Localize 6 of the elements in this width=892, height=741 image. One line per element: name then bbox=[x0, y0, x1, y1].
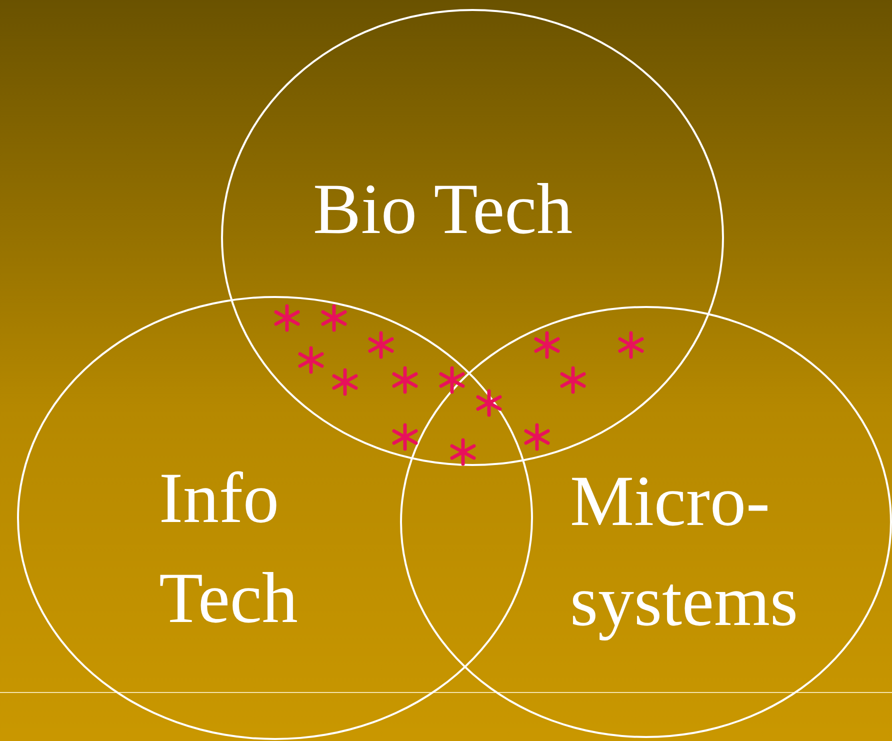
circle-label: Info Tech bbox=[159, 457, 299, 640]
circle-label: Bio Tech bbox=[313, 168, 574, 251]
venn-ellipse bbox=[221, 9, 724, 466]
circle-label: Micro- systems bbox=[570, 460, 800, 643]
venn-ellipse bbox=[17, 296, 533, 740]
venn-ellipse bbox=[400, 306, 892, 738]
